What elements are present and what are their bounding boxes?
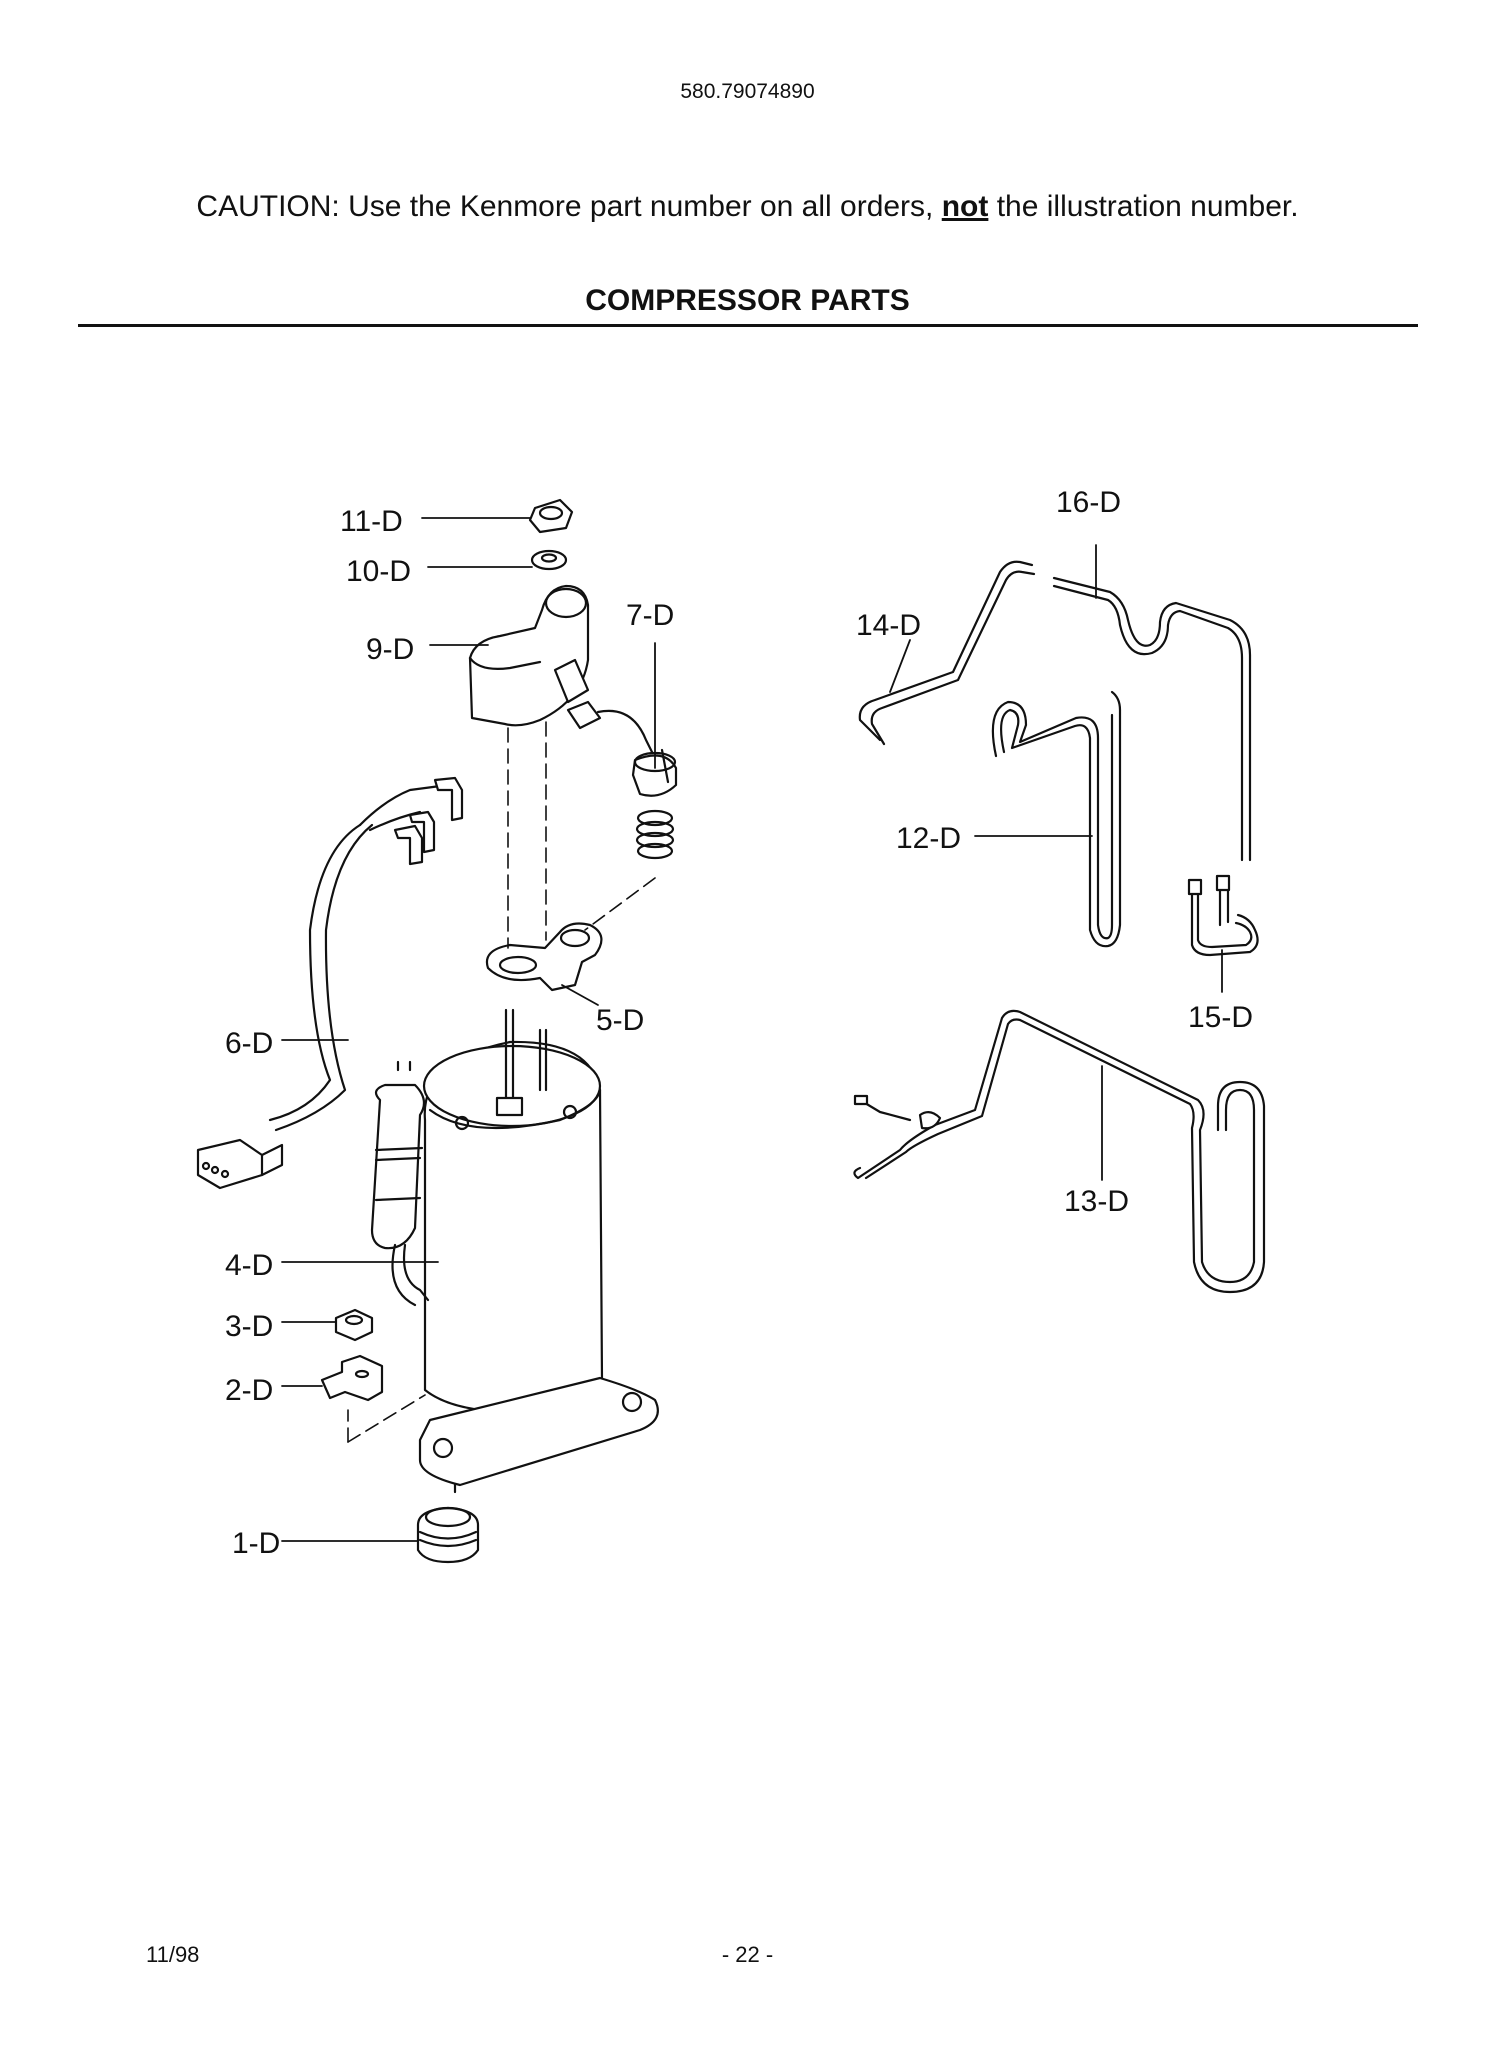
overload-protector-drawing — [566, 700, 678, 797]
section-title: COMPRESSOR PARTS — [585, 284, 910, 317]
wire-harness-drawing — [196, 776, 464, 1190]
callout-4: 4-D — [225, 1249, 273, 1282]
callout-1: 1-D — [232, 1527, 280, 1560]
callout-2: 2-D — [225, 1374, 273, 1407]
model-number: 580.79074890 — [680, 80, 815, 103]
spring-drawing — [635, 809, 675, 860]
callout-3: 3-D — [225, 1310, 273, 1343]
callout-9: 9-D — [366, 633, 414, 666]
hex-nut-drawing — [334, 1308, 374, 1342]
callout-14: 14-D — [856, 609, 921, 642]
callout-16: 16-D — [1056, 486, 1121, 519]
assembly-guide-lines — [347, 721, 656, 1443]
callout-12: 12-D — [896, 822, 961, 855]
callout-15: 15-D — [1188, 1001, 1253, 1034]
callout-13: 13-D — [1064, 1185, 1129, 1218]
tube-12-drawing — [991, 690, 1122, 948]
rubber-grommet-drawing — [416, 1506, 480, 1564]
tube-15-drawing — [1187, 874, 1259, 957]
caution-suffix: the illustration number. — [996, 190, 1299, 223]
page-number: - 22 - — [721, 1942, 774, 1967]
caution-prefix: CAUTION: Use the Kenmore part number on … — [196, 190, 934, 223]
callout-10: 10-D — [346, 555, 411, 588]
footer-date: 11/98 — [146, 1942, 200, 1967]
callout-5: 5-D — [596, 1004, 644, 1037]
callout-11: 11-D — [340, 505, 403, 538]
tube-14-drawing — [858, 560, 1036, 746]
mounting-bracket-drawing — [320, 1354, 384, 1402]
caution-emphasis: not — [941, 190, 989, 223]
tube-13-drawing — [853, 1009, 1266, 1294]
tube-16-drawing — [1052, 576, 1252, 862]
washer-drawing — [530, 549, 568, 571]
cap-nut-drawing — [528, 498, 574, 534]
callout-6: 6-D — [225, 1027, 273, 1060]
callout-7: 7-D — [626, 599, 674, 632]
caution-note: CAUTION: Use the Kenmore part number on … — [0, 190, 1495, 224]
compressor-body-drawing — [370, 1008, 659, 1494]
terminal-cover-drawing — [468, 584, 590, 727]
title-rule — [78, 324, 1418, 327]
terminal-bracket-drawing — [485, 922, 603, 992]
leader-lines — [281, 517, 1223, 1542]
